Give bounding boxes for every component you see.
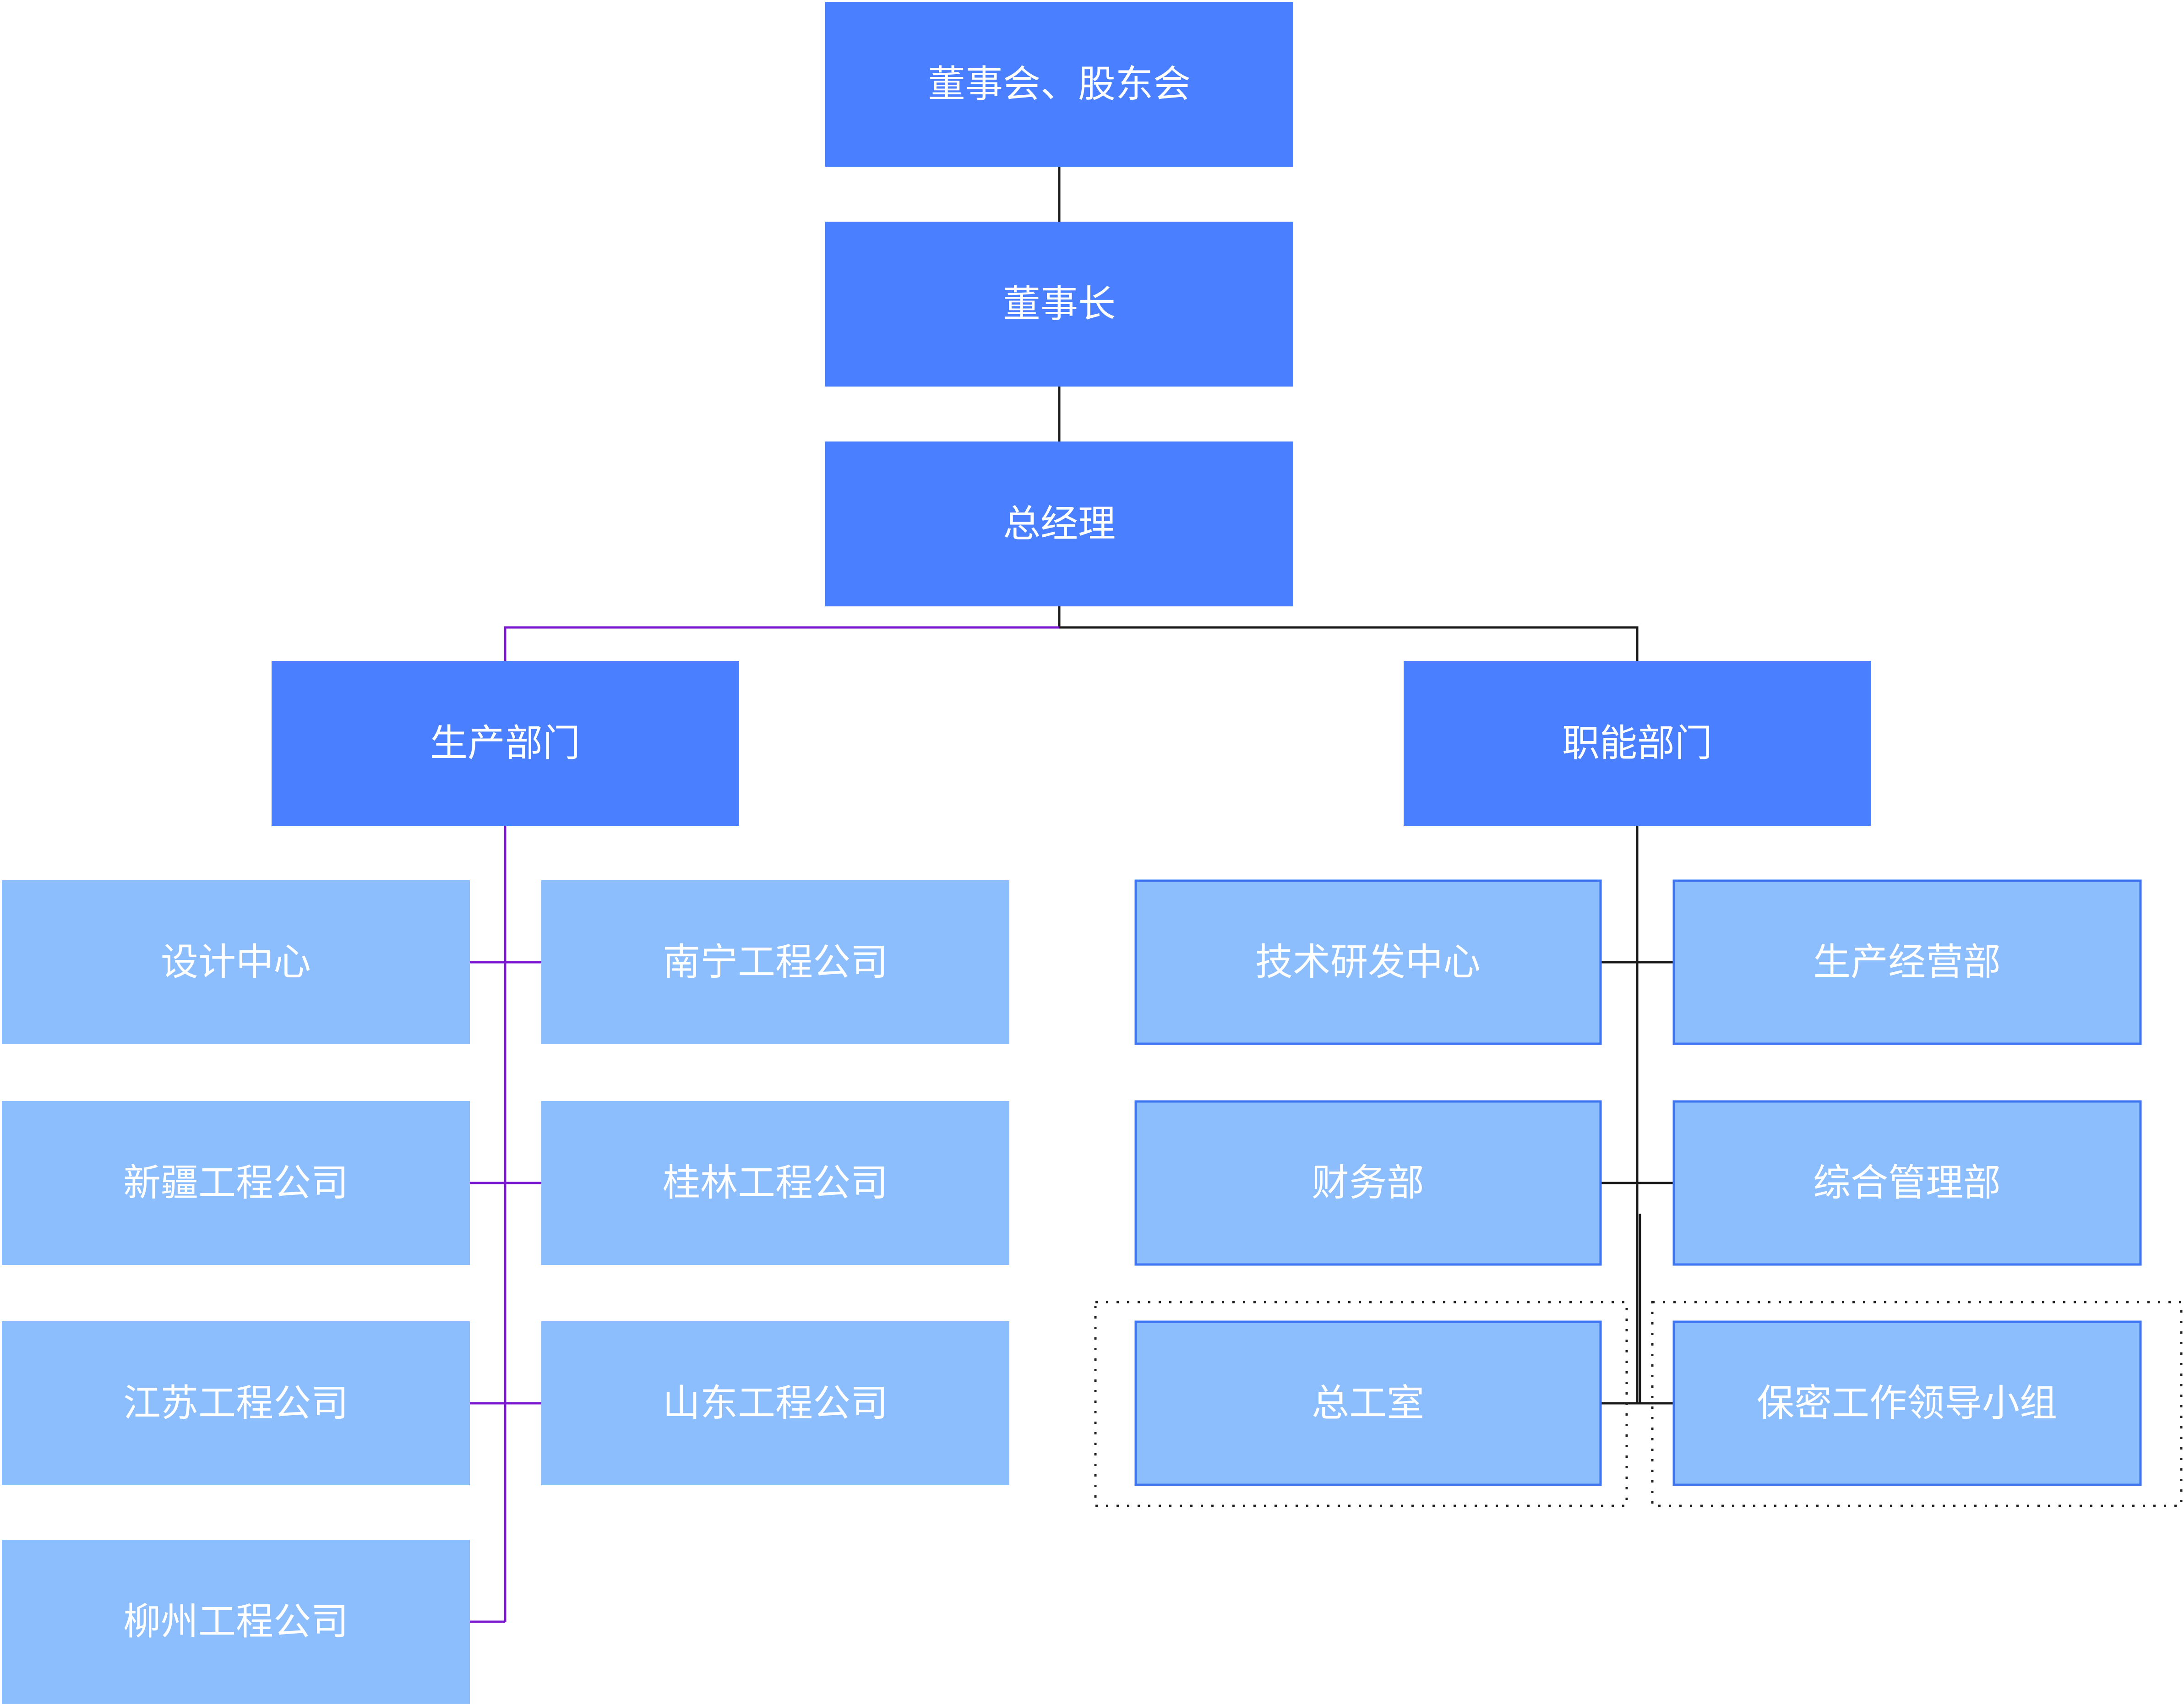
- node-shandong-co: 山东工程公司: [541, 1321, 1009, 1485]
- node-guilin-co: 桂林工程公司: [541, 1101, 1009, 1265]
- node-functional-dept: 职能部门: [1404, 661, 1871, 826]
- edge-gm-functional: [1059, 626, 1639, 661]
- node-xinjiang-co-label: 新疆工程公司: [123, 1161, 349, 1205]
- node-jiangsu-co-label: 江苏工程公司: [123, 1382, 349, 1425]
- node-finance-dept: 财务部: [1134, 1100, 1602, 1266]
- node-prod-ops-dept-label: 生产经营部: [1813, 941, 2001, 984]
- node-nanning-co: 南宁工程公司: [541, 880, 1009, 1044]
- node-general-admin-dept-label: 综合管理部: [1813, 1161, 2001, 1205]
- node-xinjiang-co: 新疆工程公司: [2, 1101, 470, 1265]
- node-general-manager-label: 总经理: [1003, 502, 1116, 546]
- node-design-center-label: 设计中心: [161, 941, 311, 984]
- dotted-frame-chief-engineer: [1094, 1301, 1628, 1507]
- node-finance-dept-label: 财务部: [1312, 1161, 1424, 1205]
- node-general-admin-dept: 综合管理部: [1672, 1100, 2142, 1266]
- node-board: 董事会、股东会: [825, 2, 1293, 167]
- node-prod-ops-dept: 生产经营部: [1672, 879, 2142, 1045]
- node-functional-dept-label: 职能部门: [1562, 722, 1712, 765]
- node-guilin-co-label: 桂林工程公司: [663, 1161, 888, 1205]
- node-jiangsu-co: 江苏工程公司: [2, 1321, 470, 1485]
- node-shandong-co-label: 山东工程公司: [663, 1382, 888, 1425]
- node-chairman-label: 董事长: [1003, 283, 1116, 326]
- node-chief-engineer-office: 总工室: [1134, 1320, 1602, 1486]
- node-liuzhou-co: 柳州工程公司: [2, 1540, 470, 1704]
- node-design-center: 设计中心: [2, 880, 470, 1044]
- connectors: [470, 167, 1674, 1623]
- node-liuzhou-co-label: 柳州工程公司: [123, 1600, 349, 1644]
- node-general-manager: 总经理: [825, 441, 1293, 606]
- node-secrecy-group-label: 保密工作领导小组: [1757, 1382, 2057, 1425]
- dotted-frame-secrecy-group: [1651, 1301, 2183, 1507]
- node-chairman: 董事长: [825, 222, 1293, 387]
- node-production-dept-label: 生产部门: [430, 722, 580, 765]
- node-secrecy-group: 保密工作领导小组: [1672, 1320, 2142, 1486]
- node-rnd-center: 技术研发中心: [1134, 879, 1602, 1045]
- node-nanning-co-label: 南宁工程公司: [663, 941, 888, 984]
- node-board-label: 董事会、股东会: [928, 63, 1191, 106]
- edge-gm-production: [504, 626, 1059, 661]
- node-production-dept: 生产部门: [272, 661, 739, 826]
- node-rnd-center-label: 技术研发中心: [1255, 941, 1481, 984]
- node-chief-engineer-office-label: 总工室: [1312, 1382, 1424, 1425]
